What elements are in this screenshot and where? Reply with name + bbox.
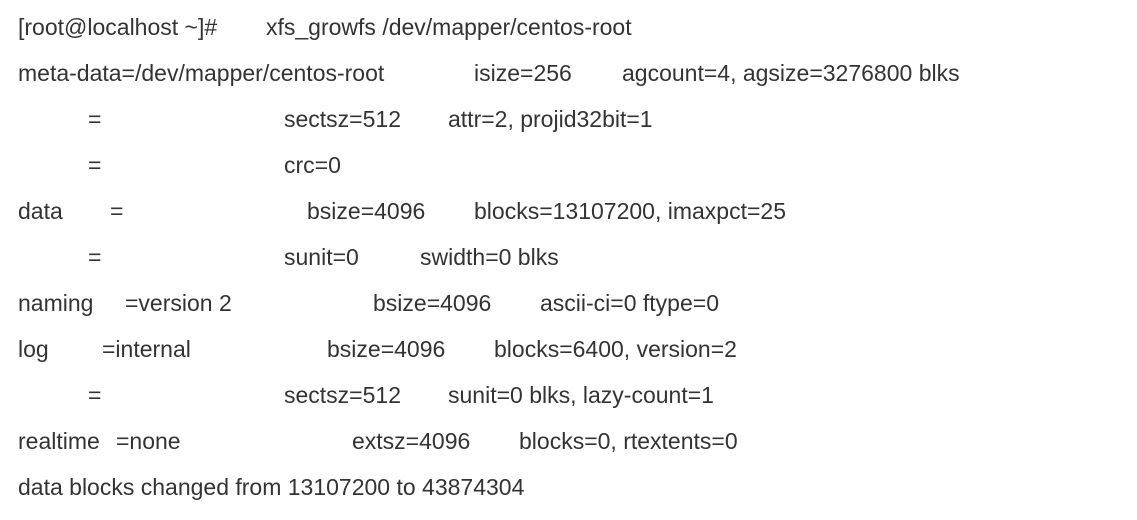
meta-crc-line: = crc=0 xyxy=(0,150,1137,180)
shell-prompt: [root@localhost ~]# xyxy=(18,14,218,40)
result-line: data blocks changed from 13107200 to 438… xyxy=(0,472,1137,502)
meta-data-line: meta-data=/dev/mapper/centos-root isize=… xyxy=(0,58,1137,88)
naming-bsize: bsize=4096 xyxy=(373,290,492,316)
naming-line: naming =version 2 bsize=4096 ascii-ci=0 … xyxy=(0,288,1137,318)
log-sunit: sunit=0 blks, lazy-count=1 xyxy=(448,382,714,408)
meta-sect-line: = sectsz=512 attr=2, projid32bit=1 xyxy=(0,104,1137,134)
log-sectsz: sectsz=512 xyxy=(284,382,401,408)
log-key: log xyxy=(18,336,49,362)
data-blocks: blocks=13107200, imaxpct=25 xyxy=(474,198,786,224)
meta-sect-eq: = xyxy=(88,106,102,132)
data-key: data xyxy=(18,198,63,224)
meta-data-key: meta-data=/dev/mapper/centos-root xyxy=(18,60,385,86)
realtime-line: realtime =none extsz=4096 blocks=0, rtex… xyxy=(0,426,1137,456)
log-bsize: bsize=4096 xyxy=(327,336,446,362)
log-sect-eq: = xyxy=(88,382,102,408)
realtime-value: =none xyxy=(116,428,181,454)
log-sect-line: = sectsz=512 sunit=0 blks, lazy-count=1 xyxy=(0,380,1137,410)
result-text: data blocks changed from 13107200 to 438… xyxy=(18,474,525,500)
naming-value: =version 2 xyxy=(125,290,232,316)
realtime-key: realtime xyxy=(18,428,100,454)
log-blocks: blocks=6400, version=2 xyxy=(494,336,737,362)
log-value: =internal xyxy=(102,336,191,362)
data-sunit-line: = sunit=0 swidth=0 blks xyxy=(0,242,1137,272)
command-text: xfs_growfs /dev/mapper/centos-root xyxy=(266,14,632,40)
realtime-blocks: blocks=0, rtextents=0 xyxy=(519,428,738,454)
realtime-extsz: extsz=4096 xyxy=(352,428,471,454)
naming-key: naming xyxy=(18,290,94,316)
naming-ascii: ascii-ci=0 ftype=0 xyxy=(540,290,719,316)
meta-data-agcount: agcount=4, agsize=3276800 blks xyxy=(622,60,960,86)
data-sunit-eq: = xyxy=(88,244,102,270)
data-bsize: bsize=4096 xyxy=(307,198,426,224)
meta-data-isize: isize=256 xyxy=(474,60,572,86)
meta-crc-eq: = xyxy=(88,152,102,178)
meta-attr: attr=2, projid32bit=1 xyxy=(448,106,653,132)
data-swidth: swidth=0 blks xyxy=(420,244,559,270)
data-line: data = bsize=4096 blocks=13107200, imaxp… xyxy=(0,196,1137,226)
data-sunit: sunit=0 xyxy=(284,244,359,270)
command-line: [root@localhost ~]# xfs_growfs /dev/mapp… xyxy=(0,12,1137,42)
meta-crc: crc=0 xyxy=(284,152,341,178)
meta-sectsz: sectsz=512 xyxy=(284,106,401,132)
log-line: log =internal bsize=4096 blocks=6400, ve… xyxy=(0,334,1137,364)
right-blank-area xyxy=(1025,0,1137,520)
data-eq: = xyxy=(110,198,124,224)
